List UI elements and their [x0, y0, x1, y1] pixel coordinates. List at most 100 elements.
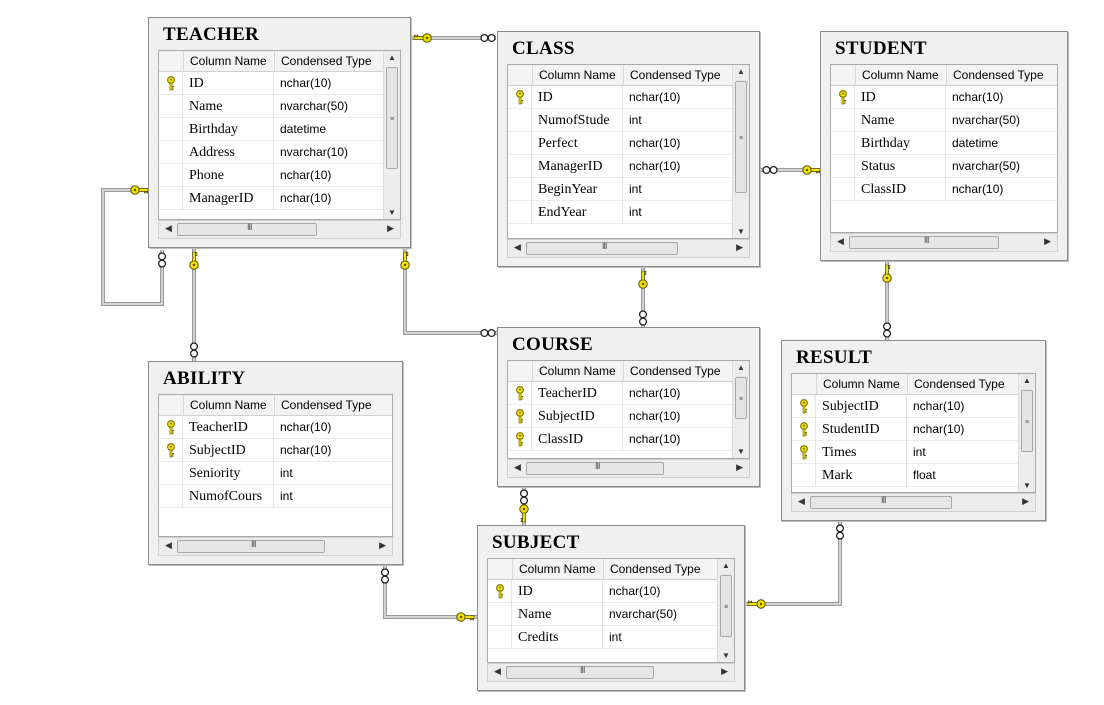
column-name-header: Column Name: [184, 51, 275, 71]
scroll-thumb[interactable]: III: [810, 495, 952, 509]
scroll-down-arrow-icon[interactable]: ▼: [1023, 481, 1031, 490]
scroll-down-arrow-icon[interactable]: ▼: [722, 651, 730, 660]
scroll-up-arrow-icon[interactable]: ▲: [737, 363, 745, 372]
scroll-thumb[interactable]: ≡: [735, 377, 747, 419]
horizontal-scrollbar[interactable]: ◀ III ▶: [791, 493, 1036, 512]
horizontal-scrollbar[interactable]: ◀ III ▶: [830, 233, 1058, 252]
scroll-right-arrow-icon[interactable]: ▶: [721, 666, 728, 676]
scroll-thumb[interactable]: III: [849, 235, 999, 249]
scroll-thumb[interactable]: III: [177, 222, 317, 236]
scroll-left-arrow-icon[interactable]: ◀: [494, 666, 501, 676]
scroll-thumb[interactable]: ≡: [720, 575, 732, 637]
scroll-left-arrow-icon[interactable]: ◀: [837, 236, 844, 246]
vertical-scrollbar[interactable]: ▲ ≡ ▼: [1018, 374, 1035, 492]
scroll-up-arrow-icon[interactable]: ▲: [722, 561, 730, 570]
scroll-thumb[interactable]: ≡: [386, 67, 398, 169]
scroll-right-arrow-icon[interactable]: ▶: [1022, 496, 1029, 506]
vertical-scrollbar[interactable]: ▲ ≡ ▼: [717, 559, 734, 662]
scroll-right-arrow-icon[interactable]: ▶: [387, 223, 394, 233]
vertical-scrollbar[interactable]: ▲ ≡ ▼: [732, 65, 749, 238]
infinity-connector-icon: [480, 328, 496, 338]
horizontal-scrollbar[interactable]: ◀ III ▶: [507, 239, 750, 258]
key-icon: [516, 90, 524, 105]
scroll-down-arrow-icon[interactable]: ▼: [388, 208, 396, 217]
vertical-scrollbar[interactable]: ▲ ≡ ▼: [383, 51, 400, 219]
scroll-down-arrow-icon[interactable]: ▼: [737, 447, 745, 456]
vertical-scrollbar[interactable]: ▲ ≡ ▼: [732, 361, 749, 458]
scroll-right-arrow-icon[interactable]: ▶: [1044, 236, 1051, 246]
scroll-up-arrow-icon[interactable]: ▲: [737, 67, 745, 76]
column-type: nchar(10): [274, 416, 392, 439]
scroll-up-arrow-icon[interactable]: ▲: [1023, 376, 1031, 385]
table-title: ABILITY: [163, 368, 246, 389]
scroll-left-arrow-icon[interactable]: ◀: [165, 540, 172, 550]
scroll-thumb[interactable]: III: [177, 539, 325, 553]
horizontal-scrollbar[interactable]: ◀ III ▶: [158, 220, 401, 239]
scroll-right-arrow-icon[interactable]: ▶: [379, 540, 386, 550]
scroll-left-arrow-icon[interactable]: ◀: [514, 462, 521, 472]
scroll-right-arrow-icon[interactable]: ▶: [736, 462, 743, 472]
infinity-connector-icon: [480, 33, 496, 43]
scroll-thumb[interactable]: ≡: [735, 81, 747, 193]
scroll-thumb[interactable]: III: [506, 665, 654, 679]
scroll-right-arrow-icon[interactable]: ▶: [736, 242, 743, 252]
row-selector: [508, 178, 532, 201]
horizontal-scrollbar[interactable]: ◀ III ▶: [507, 459, 750, 478]
column-name-header: Column Name: [184, 395, 275, 415]
relationship-line: [403, 248, 497, 335]
scroll-thumb[interactable]: III: [526, 461, 664, 475]
column-name: Name: [183, 95, 274, 118]
scroll-thumb[interactable]: ≡: [1021, 390, 1033, 452]
scroll-left-arrow-icon[interactable]: ◀: [165, 223, 172, 233]
horizontal-scrollbar[interactable]: ◀ III ▶: [158, 537, 393, 556]
scroll-up-arrow-icon[interactable]: ▲: [388, 53, 396, 62]
scroll-thumb[interactable]: III: [526, 241, 678, 255]
horizontal-scrollbar[interactable]: ◀ III ▶: [487, 663, 735, 682]
row-selector: [159, 164, 183, 187]
scroll-left-arrow-icon[interactable]: ◀: [798, 496, 805, 506]
row-selector: [508, 86, 532, 109]
scroll-down-arrow-icon[interactable]: ▼: [737, 227, 745, 236]
scroll-left-arrow-icon[interactable]: ◀: [514, 242, 521, 252]
